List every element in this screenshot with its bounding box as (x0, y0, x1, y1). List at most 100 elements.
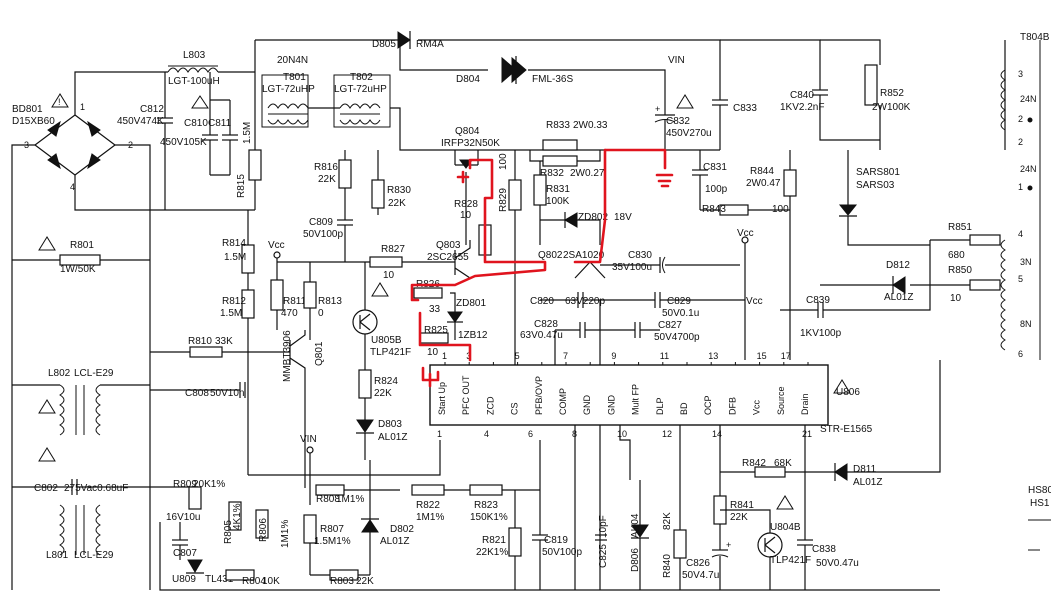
capacitor-C802: C802 275Vac0.68uF (12, 479, 150, 495)
svg-text:C809: C809 (309, 217, 333, 228)
ic-bottom-pin-number: 1 (437, 429, 442, 439)
svg-text:275Vac0.68uF: 275Vac0.68uF (64, 483, 128, 494)
svg-text:10: 10 (383, 270, 395, 281)
svg-text:100: 100 (772, 204, 789, 215)
svg-text:D15XB60: D15XB60 (12, 116, 55, 127)
capacitor-C829: C829 50V0.1u Vcc (630, 292, 763, 319)
svg-text:Vcc: Vcc (268, 240, 285, 251)
diode-D812: D812 AL01Z (820, 260, 913, 303)
svg-text:LCL-E29: LCL-E29 (74, 368, 114, 379)
svg-text:ZD802: ZD802 (578, 212, 608, 223)
svg-text:!: ! (58, 97, 61, 107)
transformer-T804B: 3 24N 2 2 24N 1 4 3N 5 8N 6 (1000, 40, 1041, 360)
svg-text:1.5M: 1.5M (220, 308, 242, 319)
heatsink-HS80: HS80 HS1 (1028, 485, 1051, 551)
svg-text:R830: R830 (387, 185, 411, 196)
ic-pin-label: Drain (800, 393, 810, 415)
svg-text:R823: R823 (474, 500, 498, 511)
svg-text:C810: C810 (184, 118, 208, 129)
svg-text:C826: C826 (686, 558, 710, 569)
capacitor-C826: + C826 50V4.7u (682, 540, 731, 590)
svg-text:R809: R809 (173, 479, 197, 490)
svg-text:R803: R803 (330, 576, 354, 587)
resistor-R816: R816 22K (314, 150, 352, 220)
svg-text:LCL-E29: LCL-E29 (74, 550, 114, 561)
svg-text:HS1: HS1 (1030, 498, 1050, 509)
svg-text:50V4700p: 50V4700p (654, 332, 700, 343)
svg-text:C838: C838 (812, 544, 836, 555)
svg-text:18V: 18V (614, 212, 632, 223)
svg-text:Vcc: Vcc (737, 228, 754, 239)
resistor-R851: R851 680 (930, 222, 1001, 261)
svg-text:+: + (726, 540, 731, 550)
svg-text:50V0.1u: 50V0.1u (662, 308, 699, 319)
svg-text:22K: 22K (730, 512, 748, 523)
svg-text:MMBT3906: MMBT3906 (282, 330, 293, 382)
regulator-U809: U809 TL431 (159, 522, 300, 591)
zener-ZD801: ZD801 1ZB12 (447, 292, 488, 341)
svg-text:3: 3 (24, 140, 29, 150)
svg-text:C828: C828 (534, 319, 558, 330)
svg-text:1KV2.2nF: 1KV2.2nF (780, 102, 824, 113)
svg-text:R840: R840 (662, 554, 673, 578)
optocoupler-U804B: U804B TLP421F (720, 495, 811, 590)
svg-text:C812: C812 (140, 104, 164, 115)
svg-text:82K: 82K (662, 512, 673, 530)
svg-text:C811: C811 (208, 118, 232, 129)
svg-text:100: 100 (498, 153, 509, 170)
svg-text:450V270u: 450V270u (666, 128, 712, 139)
svg-text:R829: R829 (498, 188, 509, 212)
svg-text:U805B: U805B (371, 335, 402, 346)
capacitor-C809: C809 50V100p (303, 217, 353, 262)
vcc-node-a: Vcc (268, 240, 285, 280)
resistor-R807: R807 1.5M1% (303, 514, 351, 575)
svg-text:R804: R804 (242, 576, 266, 587)
svg-text:SARS03: SARS03 (856, 180, 895, 191)
svg-text:450V105K: 450V105K (160, 137, 207, 148)
svg-text:Q804: Q804 (455, 126, 480, 137)
svg-text:SARS801: SARS801 (856, 167, 900, 178)
optocoupler-U805B: U805B TLP421F (352, 262, 411, 370)
resistor-R814: R814 1.5M (222, 210, 255, 285)
svg-text:2W100K: 2W100K (872, 102, 911, 113)
svg-text:2W0.33: 2W0.33 (573, 120, 608, 131)
svg-text:C829: C829 (667, 296, 691, 307)
svg-text:0: 0 (318, 308, 324, 319)
svg-text:C830: C830 (628, 250, 652, 261)
svg-text:R815: R815 (236, 174, 247, 198)
svg-text:C839: C839 (806, 295, 830, 306)
zener-ZD802: ZD802 18V (540, 212, 632, 245)
svg-text:C832: C832 (666, 116, 690, 127)
ic-pin-number: 15 (757, 351, 767, 361)
svg-text:L803: L803 (183, 50, 206, 61)
resistor-R815: R815 1.5M (236, 100, 262, 210)
svg-text:D804: D804 (456, 74, 480, 85)
transformer-T801: 20N4N T801 LGT-72uHP (261, 55, 315, 128)
svg-text:R831: R831 (546, 184, 570, 195)
ic-pin-number: 17 (781, 351, 791, 361)
svg-text:R843: R843 (702, 204, 726, 215)
svg-text:450V474K: 450V474K (117, 116, 164, 127)
capacitor-C831: C831 100p (692, 150, 728, 210)
svg-text:50V10n: 50V10n (210, 388, 244, 399)
svg-text:AL01Z: AL01Z (378, 432, 407, 443)
capacitor-C832: + C832 450V270u (654, 94, 712, 150)
ic-bottom-pin-number: 6 (528, 429, 533, 439)
svg-text:T801: T801 (283, 72, 306, 83)
svg-text:STR-E1565: STR-E1565 (820, 424, 873, 435)
resistor-R832: R832 2W0.27 (529, 150, 605, 179)
svg-text:50V4.7u: 50V4.7u (682, 570, 719, 581)
capacitor-C807: 16V10u C807 (166, 512, 200, 560)
svg-text:1.5M: 1.5M (242, 122, 253, 144)
resistor-R827: R827 10 (369, 244, 405, 281)
svg-text:22K: 22K (356, 576, 374, 587)
svg-text:AL01Z: AL01Z (884, 292, 913, 303)
vin-node-bottom: VIN (300, 434, 317, 505)
svg-text:R833: R833 (546, 120, 570, 131)
resistor-R804: R804 10K (225, 569, 280, 587)
svg-text:6: 6 (1018, 349, 1023, 359)
svg-text:ZD801: ZD801 (456, 298, 486, 309)
svg-text:U809: U809 (172, 574, 196, 585)
capacitor-C812: C812 450V474K (117, 72, 209, 210)
